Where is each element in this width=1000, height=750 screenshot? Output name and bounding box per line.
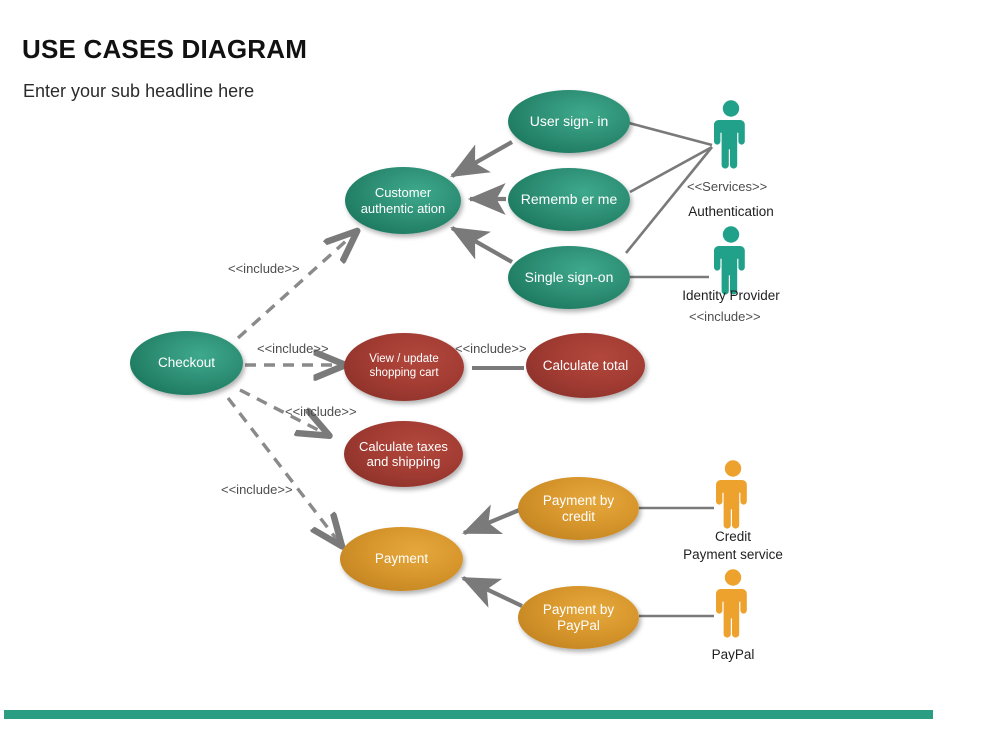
usecase-payment-by-credit-label: Payment by credit bbox=[542, 492, 615, 524]
usecase-customer-authentication[interactable]: Customer authentic ation bbox=[345, 167, 461, 234]
include-label-identity-provider: <<include>> bbox=[689, 309, 761, 324]
edge-checkout-to-auth bbox=[236, 232, 356, 340]
bottom-accent-bar bbox=[4, 710, 933, 719]
usecase-remember-me[interactable]: Rememb er me bbox=[508, 168, 630, 231]
usecase-user-sign-in[interactable]: User sign- in bbox=[508, 90, 630, 153]
actor-services-stereotype: <<Services>> bbox=[687, 179, 768, 194]
usecase-view-update-shopping-cart-label: View / update shopping cart bbox=[369, 353, 439, 379]
usecase-user-sign-in-label: User sign- in bbox=[529, 113, 609, 130]
edge-sso-to-services bbox=[624, 146, 714, 254]
actor-paypal[interactable] bbox=[711, 568, 755, 642]
usecase-payment-label: Payment bbox=[374, 551, 429, 567]
usecase-single-sign-on[interactable]: Single sign-on bbox=[508, 246, 630, 309]
actor-identity-provider[interactable] bbox=[709, 225, 753, 299]
actor-paypal-label: PayPal bbox=[711, 647, 755, 662]
include-label-checkout-to-taxes: <<include>> bbox=[285, 404, 357, 419]
actor-credit-payment-service[interactable] bbox=[711, 459, 755, 533]
edge-paypal-to-payment bbox=[461, 576, 523, 608]
actor-credit-payment-service-label: Credit Payment service bbox=[683, 529, 783, 563]
actor-services-authentication[interactable] bbox=[709, 99, 753, 173]
edge-credit-to-payment bbox=[462, 504, 525, 535]
actor-services-authentication-label: Authentication bbox=[688, 204, 774, 219]
usecase-calculate-taxes-shipping-label: Calculate taxes and shipping bbox=[359, 438, 448, 469]
usecase-payment-by-paypal[interactable]: Payment by PayPal bbox=[518, 586, 639, 649]
usecase-payment-by-paypal-label: Payment by PayPal bbox=[542, 601, 615, 633]
include-label-cart-to-total: <<include>> bbox=[455, 341, 527, 356]
usecase-checkout-label: Checkout bbox=[157, 355, 216, 371]
include-label-checkout-to-payment: <<include>> bbox=[221, 482, 293, 497]
usecase-customer-authentication-label: Customer authentic ation bbox=[360, 185, 446, 216]
usecase-remember-me-label: Rememb er me bbox=[520, 191, 618, 208]
page-title: USE CASES DIAGRAM bbox=[22, 34, 308, 64]
usecase-calculate-total[interactable]: Calculate total bbox=[526, 333, 645, 398]
edge-sso-to-auth bbox=[450, 226, 514, 264]
usecase-payment-by-credit[interactable]: Payment by credit bbox=[518, 477, 639, 540]
usecase-view-update-shopping-cart[interactable]: View / update shopping cart bbox=[344, 333, 464, 401]
usecase-checkout[interactable]: Checkout bbox=[130, 331, 243, 395]
include-label-checkout-to-cart: <<include>> bbox=[257, 341, 329, 356]
usecase-payment[interactable]: Payment bbox=[340, 527, 463, 591]
usecase-calculate-total-label: Calculate total bbox=[542, 357, 629, 373]
usecase-calculate-taxes-shipping[interactable]: Calculate taxes and shipping bbox=[344, 421, 463, 487]
include-label-checkout-to-auth: <<include>> bbox=[228, 261, 300, 276]
actor-identity-provider-label: Identity Provider bbox=[682, 288, 780, 303]
edge-user-signin-to-services bbox=[628, 121, 713, 147]
edge-checkout-to-payment bbox=[226, 396, 341, 545]
edge-user-signin-to-auth bbox=[450, 140, 514, 178]
page-subtitle: Enter your sub headline here bbox=[23, 81, 255, 101]
usecase-single-sign-on-label: Single sign-on bbox=[524, 269, 614, 286]
